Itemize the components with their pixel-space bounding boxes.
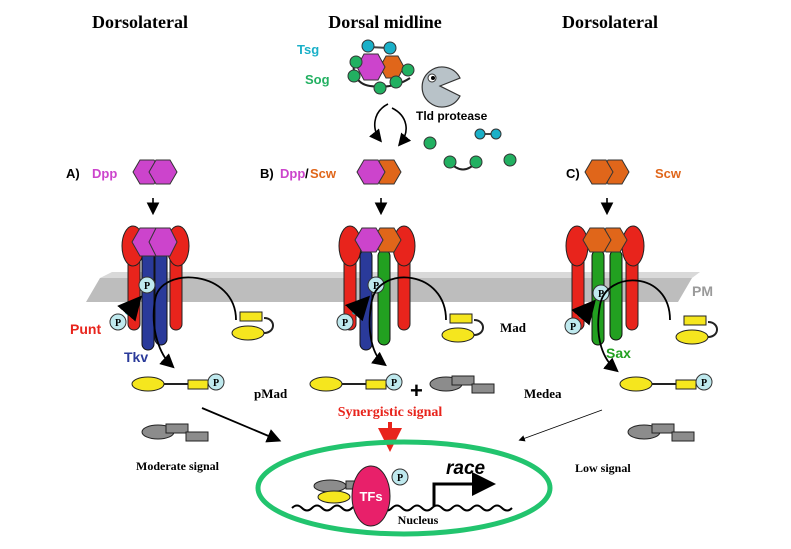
medea-label: Medea [524,386,562,401]
plus-sign: + [410,378,423,403]
tfs-oval [351,465,391,527]
phospho-label: P [701,378,707,389]
dpp-dimer-a [132,159,178,185]
phospho-label: P [373,281,379,292]
mad-folded-c [675,315,718,345]
nuclear-smad-complex: P [313,468,409,504]
panel-a-dpp-label: Dpp [92,166,117,181]
cleavage-arrow-left [369,103,389,143]
panel-b-scw-label: Scw [310,166,337,181]
phosphorylation-arrow-c [597,279,671,373]
mad-label: Mad [500,320,527,335]
nucleus-boundary [255,439,553,537]
phospho-label: P [397,473,403,484]
moderate-signal-label: Moderate signal [136,459,220,473]
race-gene-label: race [446,458,486,479]
phospho-label: P [391,378,397,389]
pmad-a: P [131,373,225,392]
medea-a [141,423,209,442]
scw-dimer-c [584,159,630,185]
phosphorylation-arrow-b [368,276,447,367]
panel-c-scw-label: Scw [655,166,682,181]
phosphorylation-arrow-a [152,276,237,369]
cleavage-arrow-right [391,107,412,147]
phospho-label: P [342,318,348,329]
tsg-label: Tsg [297,42,319,57]
heading-center: Dorsal midline [328,12,442,32]
heading-right: Dorsolateral [562,12,658,32]
punt-label: Punt [70,321,101,337]
receptor-complex-b [338,225,416,351]
phospho-group-b: P P [336,276,385,331]
medea-c [627,423,695,442]
low-signal-label: Low signal [575,461,631,475]
phospho-label: P [144,281,150,292]
sog-label: Sog [305,72,330,87]
tld-protease-icon [421,66,461,108]
race-transcription-arrow [432,472,496,506]
phospho-label: P [115,318,121,329]
sog-tsg-complex [347,39,415,95]
tld-protease-label: Tld protease [416,109,488,123]
pmad-c: P [619,373,713,392]
panel-c-label: C) [566,166,580,181]
phospho-label: P [598,289,604,300]
panel-b-dpp-label: Dpp [280,166,305,181]
dpp-hexagon [356,53,386,81]
tkv-label: Tkv [124,349,148,365]
sog-fragments [423,128,517,171]
pmad-label: pMad [254,386,288,401]
phospho-group-c: P P [564,284,610,335]
dpp-scw-heterodimer [356,159,402,185]
phospho-group-a: P P [109,276,156,331]
moderate-signal-arrow [201,407,282,443]
tfs-label: TFs [359,489,382,504]
mad-folded-b [441,313,484,343]
panel-b-slash: / [305,166,309,181]
synergistic-signal-label: Synergistic signal [338,405,443,420]
heading-left: Dorsolateral [92,12,188,32]
phospho-label: P [213,378,219,389]
pm-label: PM [692,283,713,299]
pmad-b: P [309,373,403,392]
medea-b [429,375,495,394]
panel-a-label: A) [66,166,80,181]
nucleus-label: Nucleus [398,513,439,527]
panel-b-label: B) [260,166,274,181]
mad-folded-a [231,311,274,341]
dna-strand [291,504,513,512]
low-signal-arrow [518,409,603,442]
sax-label: Sax [606,345,631,361]
phospho-label: P [570,322,576,333]
